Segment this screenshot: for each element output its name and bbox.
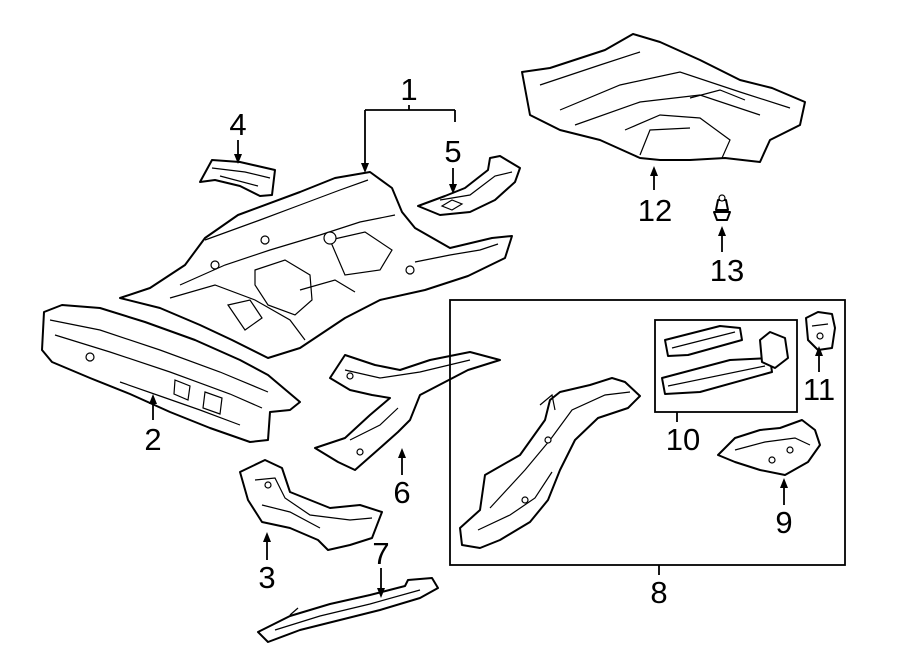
callout-2: 2 — [144, 422, 161, 457]
leader-lines — [149, 105, 823, 598]
part-7-rocker-reinforcement[interactable] — [257, 577, 439, 643]
part-1-rear-floor-pan[interactable] — [119, 171, 513, 359]
part-9-wheelhouse-extension[interactable] — [717, 419, 821, 476]
callout-8: 8 — [650, 575, 667, 610]
part-11-gusset[interactable] — [805, 311, 836, 351]
callout-12: 12 — [638, 193, 672, 228]
callout-6: 6 — [393, 475, 410, 510]
callout-10: 10 — [666, 422, 700, 457]
callout-1: 1 — [400, 72, 417, 107]
part-12-spare-tire-tub[interactable] — [521, 33, 806, 163]
callout-13: 13 — [710, 253, 744, 288]
part-4-small-bracket[interactable] — [199, 159, 276, 197]
callout-7: 7 — [372, 536, 389, 571]
part-5-rail-extension[interactable] — [417, 155, 521, 216]
part-6-rear-frame-rail[interactable] — [314, 351, 501, 471]
part-10-group-box — [654, 319, 798, 413]
part-2-rear-crossmember[interactable] — [41, 304, 301, 443]
part-8-group-box — [449, 299, 846, 566]
callout-3: 3 — [258, 560, 275, 595]
part-13-push-clip[interactable] — [713, 194, 731, 221]
part-10-reinforcements[interactable] — [661, 325, 789, 395]
callout-4: 4 — [229, 107, 246, 142]
part-8-rear-side-frame[interactable] — [459, 377, 641, 549]
callout-5: 5 — [444, 134, 461, 169]
part-3-frame-bracket[interactable] — [239, 459, 383, 551]
callout-11: 11 — [803, 372, 835, 407]
callout-9: 9 — [775, 505, 792, 540]
